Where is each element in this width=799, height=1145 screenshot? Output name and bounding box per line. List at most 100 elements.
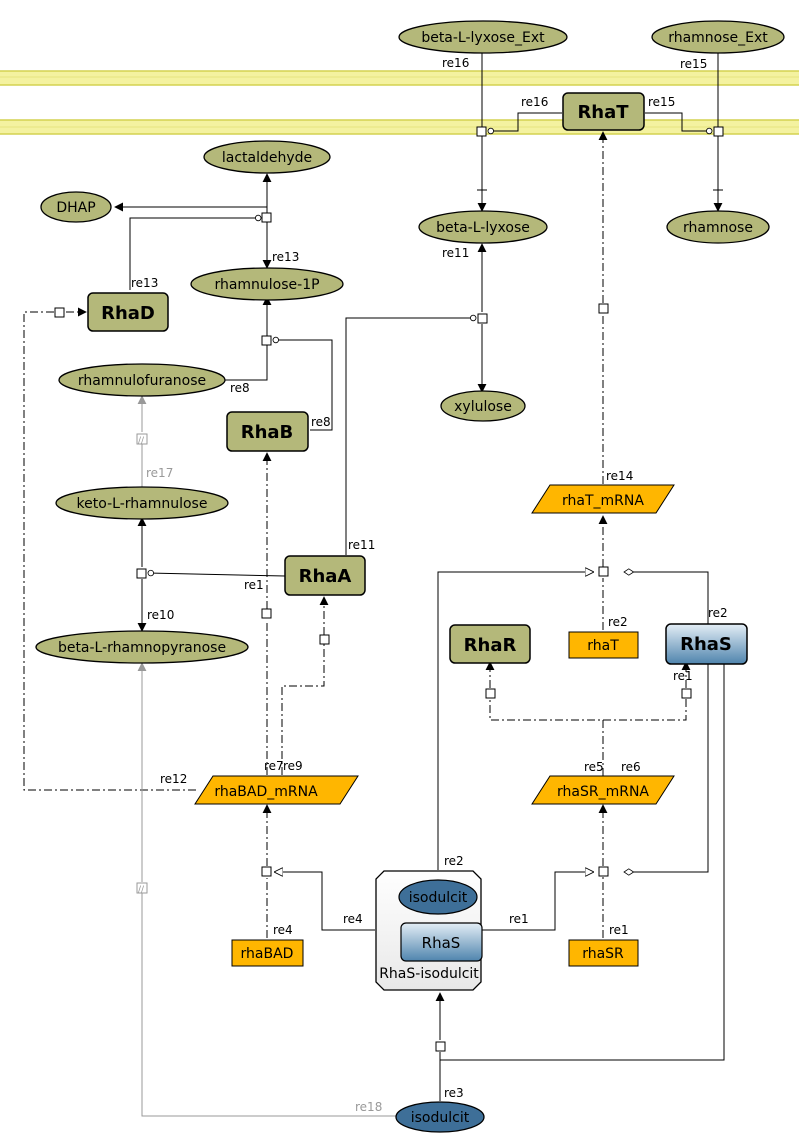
label-re1-gene: re1 [609, 923, 629, 937]
label-re1-right: re1 [509, 912, 529, 926]
protein-rhaa[interactable]: RhaA [284, 555, 366, 596]
label-re7: re7 [264, 759, 284, 773]
protein-rhar[interactable]: RhaR [449, 624, 531, 664]
edges [23, 53, 725, 1117]
species-rhamnulofuranose[interactable]: rhamnulofuranose [58, 363, 226, 397]
label-re11-rhaa: re11 [348, 538, 375, 552]
svg-text:rhaSR_mRNA: rhaSR_mRNA [557, 784, 649, 800]
svg-text:RhaT: RhaT [577, 102, 629, 123]
species-beta-L-lyxose[interactable]: beta-L-lyxose [418, 210, 548, 244]
species-dhap[interactable]: DHAP [40, 191, 112, 223]
species-rhamnulose-1P[interactable]: rhamnulose-1P [190, 267, 344, 301]
protein-rhad[interactable]: RhaD [87, 292, 169, 332]
label-re1-rhas: re1 [673, 669, 693, 683]
svg-text:DHAP: DHAP [56, 200, 95, 216]
svg-text:isodulcit: isodulcit [409, 890, 468, 906]
edge-re9-to-rhaa [281, 597, 324, 775]
species: beta-L-lyxose_Ext rhamnose_Ext lactaldeh… [35, 20, 785, 1133]
label-re5: re5 [584, 760, 604, 774]
species-lactaldehyde[interactable]: lactaldehyde [203, 140, 331, 174]
label-re13-rhad: re13 [131, 276, 158, 290]
edge-re1-rhas-trigger [623, 664, 709, 876]
rnas: rhaT_mRNA rhaBAD_mRNA rhaSR_mRNA [194, 484, 675, 805]
label-re17: re17 [146, 466, 173, 480]
species-beta-L-rhamnopyranose[interactable]: beta-L-rhamnopyranose [35, 630, 249, 664]
protein-rhas[interactable]: RhaS [665, 623, 748, 665]
gene-rhasr[interactable]: rhaSR [568, 939, 639, 967]
label-re16-top: re16 [442, 56, 469, 70]
label-re1-rhaa: re1 [244, 578, 264, 592]
protein-rhab[interactable]: RhaB [226, 411, 309, 452]
species-isodulcit[interactable]: isodulcit [395, 1101, 485, 1133]
edge-re15-catalysis [645, 112, 713, 135]
edge-re8-consume [224, 345, 268, 381]
species-keto-L-rhamnulose[interactable]: keto-L-rhamnulose [55, 486, 229, 520]
edge-re1-catalysis [147, 569, 286, 577]
species-xylulose[interactable]: xylulose [440, 390, 526, 422]
svg-text:RhaB: RhaB [241, 422, 294, 443]
genes: rhaT rhaBAD rhaSR [231, 631, 639, 967]
svg-text:rhaT_mRNA: rhaT_mRNA [562, 493, 644, 509]
svg-text:rhaSR: rhaSR [582, 946, 624, 962]
label-re15-top: re15 [680, 57, 707, 71]
svg-text:RhaS: RhaS [422, 934, 461, 952]
complex-rhas-isodulcit[interactable]: isodulcit RhaS RhaS-isodulcit [375, 870, 483, 991]
edge-re12-to-rhad [23, 312, 196, 791]
cut-markers: // // [136, 433, 148, 895]
label-re4-left: re4 [343, 912, 363, 926]
species-beta-L-lyxose-ext[interactable]: beta-L-lyxose_Ext [398, 20, 568, 54]
complex-label: RhaS-isodulcit [379, 966, 479, 982]
label-re8-furanose: re8 [230, 381, 250, 395]
reaction-nodes [54, 126, 724, 1052]
label-re16-mid: re16 [521, 95, 548, 109]
label-re4-gene: re4 [273, 923, 293, 937]
complex-member-isodulcit[interactable]: isodulcit [398, 879, 478, 915]
edge-re18 [142, 663, 397, 1117]
edge-re11-catalysis [345, 314, 477, 555]
svg-text:rhaBAD: rhaBAD [241, 946, 294, 962]
label-re8-rhab: re8 [311, 415, 331, 429]
edge-re1-complex-trigger [482, 872, 593, 931]
rna-rhasr-mrna[interactable]: rhaSR_mRNA [531, 775, 675, 805]
edge-re13-catalysis [129, 214, 262, 290]
svg-text:isodulcit: isodulcit [411, 1110, 470, 1126]
rna-rhabad-mrna[interactable]: rhaBAD_mRNA [194, 775, 359, 805]
edge-re8-catalysis [272, 336, 333, 431]
rna-rhat-mrna[interactable]: rhaT_mRNA [531, 484, 675, 514]
label-re3: re3 [444, 1086, 464, 1100]
species-rhamnose-ext[interactable]: rhamnose_Ext [651, 20, 785, 54]
label-re15-mid: re15 [648, 95, 675, 109]
svg-text:rhamnulofuranose: rhamnulofuranose [78, 373, 206, 389]
edge-re2-rhas-trigger [623, 568, 709, 625]
label-re12: re12 [160, 772, 187, 786]
label-re13-rhamnulose: re13 [272, 250, 299, 264]
svg-text:RhaD: RhaD [101, 303, 155, 324]
complex-member-rhas[interactable]: RhaS [400, 922, 483, 962]
svg-text:rhamnose_Ext: rhamnose_Ext [668, 30, 768, 46]
re18-cut-marker: // [138, 885, 145, 895]
label-re9: re9 [283, 759, 303, 773]
svg-text:xylulose: xylulose [454, 399, 512, 415]
proteins: RhaT RhaD RhaB RhaA RhaR RhaS [87, 92, 748, 665]
species-rhamnose[interactable]: rhamnose [666, 210, 770, 244]
label-re2-complex: re2 [444, 854, 464, 868]
edge-re4-complex-trigger [275, 872, 375, 931]
gene-rhabad[interactable]: rhaBAD [231, 939, 304, 967]
svg-text:rhamnose: rhamnose [683, 220, 753, 236]
svg-text:beta-L-rhamnopyranose: beta-L-rhamnopyranose [58, 640, 226, 656]
label-re6: re6 [621, 760, 641, 774]
re17-cut-marker: // [138, 436, 145, 446]
svg-text:RhaR: RhaR [464, 635, 517, 656]
protein-rhat[interactable]: RhaT [562, 92, 645, 131]
svg-text:rhaT: rhaT [587, 638, 619, 654]
edge-re2-complex-trigger [437, 572, 593, 870]
svg-text:beta-L-lyxose: beta-L-lyxose [436, 220, 530, 236]
svg-text:rhaBAD_mRNA: rhaBAD_mRNA [214, 784, 318, 800]
gene-rhat[interactable]: rhaT [568, 631, 639, 659]
svg-text:beta-L-lyxose_Ext: beta-L-lyxose_Ext [421, 30, 545, 46]
edge-re5-re6-stem [489, 698, 687, 776]
edge-re3-from-rhas [440, 664, 725, 1061]
label-re11-lyxose: re11 [442, 246, 469, 260]
label-re2-rhat: re2 [608, 615, 628, 629]
